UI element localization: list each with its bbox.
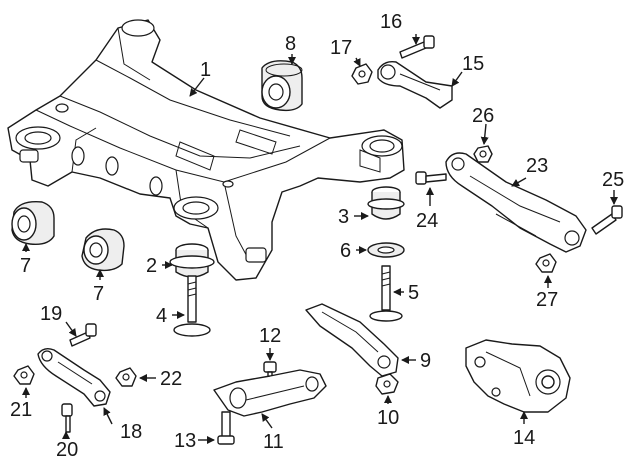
bushing-8[interactable]	[261, 60, 303, 112]
bolt-24[interactable]	[415, 171, 447, 185]
callout-13: 13	[174, 430, 196, 452]
bolt-20[interactable]	[61, 403, 73, 433]
callout-27: 27	[536, 289, 558, 311]
callout-6: 6	[340, 240, 351, 262]
bolt-25[interactable]	[591, 205, 623, 235]
bolt-4[interactable]	[173, 275, 211, 337]
callout-14: 14	[513, 427, 535, 449]
callout-19: 19	[40, 303, 62, 325]
callout-5: 5	[408, 282, 419, 304]
control-arm-23[interactable]	[445, 152, 587, 253]
bolt-16[interactable]	[399, 35, 435, 59]
callout-17: 17	[330, 37, 352, 59]
callout-7-center: 7	[93, 283, 104, 305]
washer-6[interactable]	[367, 242, 405, 258]
bushing-7-left[interactable]	[11, 201, 55, 246]
bolt-5[interactable]	[369, 265, 403, 322]
crossmember-frame[interactable]	[7, 19, 405, 281]
callout-23: 23	[526, 155, 548, 177]
callout-9: 9	[420, 350, 431, 372]
callout-20: 20	[56, 439, 78, 461]
link-9[interactable]	[305, 303, 399, 377]
link-18[interactable]	[37, 347, 111, 407]
mount-2[interactable]	[169, 243, 215, 278]
control-arm-11[interactable]	[213, 369, 327, 417]
leader-lines	[22, 34, 618, 444]
callout-11: 11	[263, 431, 284, 453]
bushing-7-center[interactable]	[81, 228, 125, 272]
callout-26: 26	[472, 105, 494, 127]
nut-10[interactable]	[375, 373, 399, 395]
callout-15: 15	[462, 53, 484, 75]
callout-25: 25	[602, 169, 624, 191]
callout-10: 10	[377, 407, 399, 429]
callout-7-left: 7	[20, 255, 31, 277]
nut-27[interactable]	[535, 253, 557, 273]
callout-3: 3	[338, 206, 349, 228]
nut-22[interactable]	[115, 367, 137, 387]
callout-22: 22	[160, 368, 182, 390]
bolt-13[interactable]	[217, 411, 235, 445]
callout-labels: 1 2 3 4 5 6 7 7 8 9 10 11 12 13 14 15 16…	[10, 11, 624, 461]
control-arm-15[interactable]	[377, 60, 453, 109]
callout-4: 4	[156, 305, 167, 327]
nut-21[interactable]	[13, 365, 35, 385]
callout-18: 18	[120, 421, 142, 443]
bolt-19[interactable]	[69, 323, 97, 347]
callout-24: 24	[416, 210, 438, 232]
nut-17[interactable]	[351, 63, 373, 85]
callout-16: 16	[380, 11, 402, 33]
callout-12: 12	[259, 325, 281, 347]
nut-26[interactable]	[473, 145, 493, 163]
callout-21: 21	[10, 399, 32, 421]
callout-1: 1	[200, 59, 211, 81]
callout-8: 8	[285, 33, 296, 55]
knuckle-14[interactable]	[465, 339, 571, 413]
callout-2: 2	[146, 255, 157, 277]
mount-3[interactable]	[367, 186, 405, 220]
